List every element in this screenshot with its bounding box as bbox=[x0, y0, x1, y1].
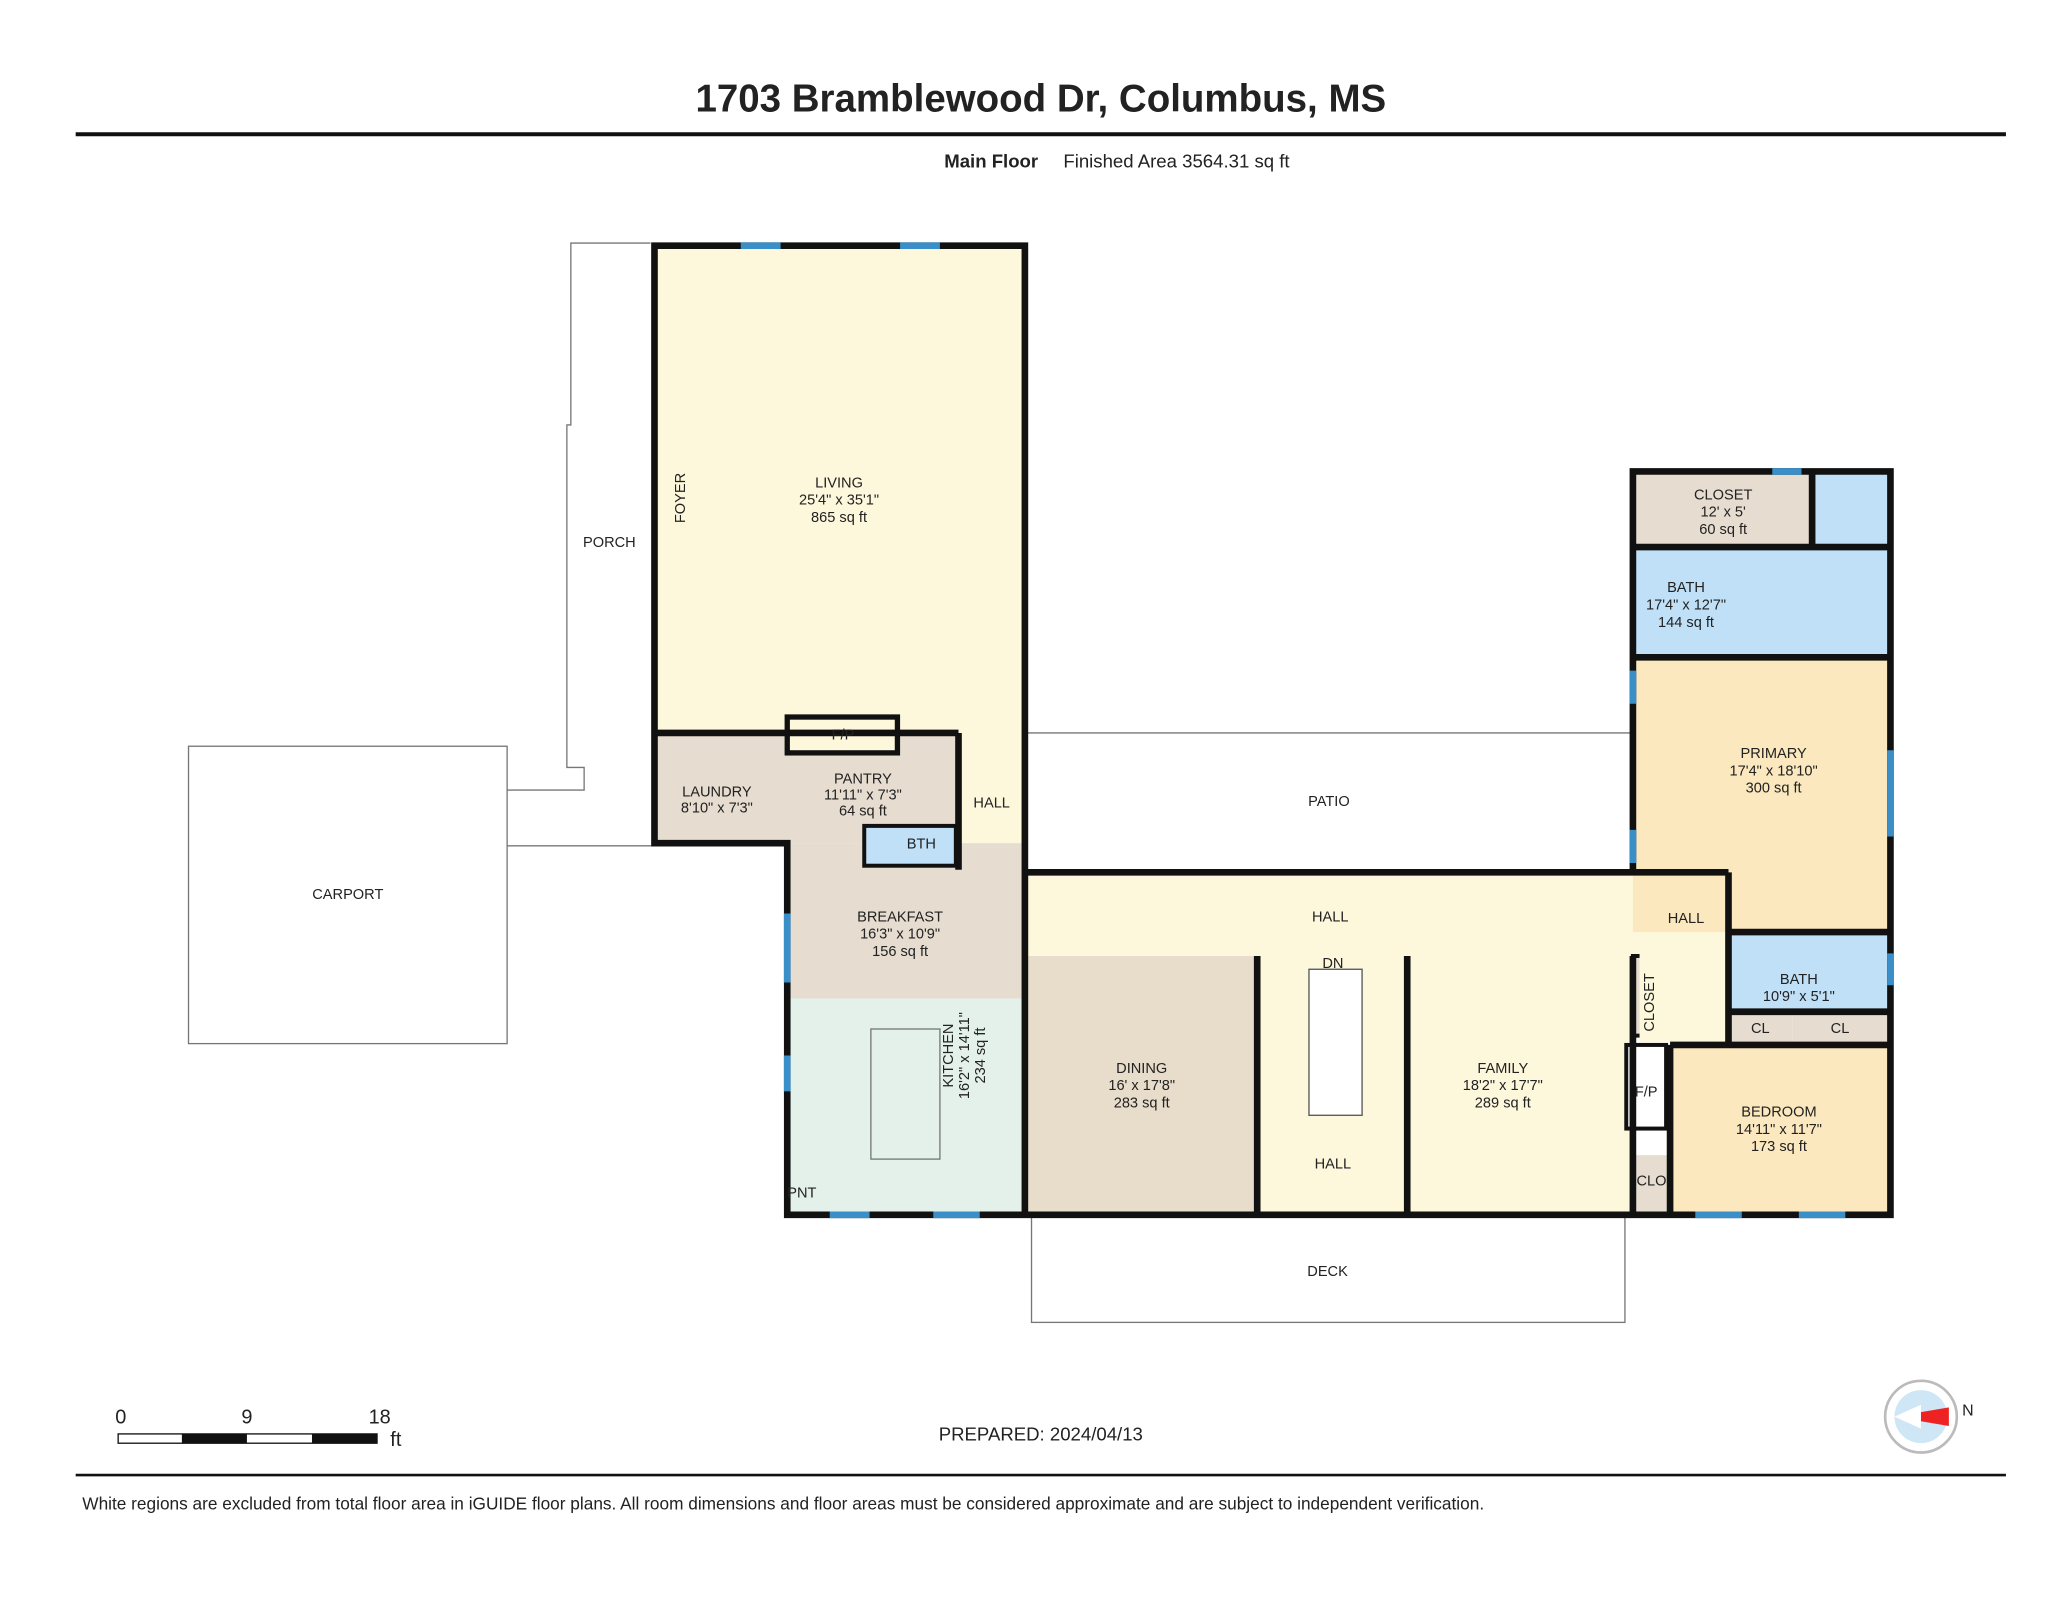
dims-closet: 12' x 5' bbox=[1701, 505, 1747, 521]
scale-bar: 0 9 18 ft bbox=[115, 1406, 402, 1451]
label-breakfast: BREAKFAST bbox=[857, 909, 943, 925]
room-breakfast bbox=[787, 843, 1025, 999]
label-foyer: FOYER bbox=[673, 473, 689, 523]
label-deck: DECK bbox=[1307, 1264, 1348, 1280]
dims-bedroom: 14'11" x 11'7" bbox=[1736, 1122, 1822, 1138]
page-title: 1703 Bramblewood Dr, Columbus, MS bbox=[695, 78, 1386, 121]
label-pantry: PANTRY bbox=[834, 771, 892, 787]
room-bath-primary bbox=[1632, 547, 1891, 658]
room-cl1 bbox=[1728, 1011, 1793, 1045]
label-hall-main: HALL bbox=[1312, 909, 1349, 925]
room-labels: LIVING 25'4" x 35'1" 865 sq ft FOYER POR… bbox=[312, 473, 1849, 1280]
label-bath2: BATH bbox=[1780, 972, 1818, 988]
label-fp-family: F/P bbox=[1635, 1085, 1658, 1101]
prepared-date: PREPARED: 2024/04/13 bbox=[939, 1424, 1143, 1445]
label-hall-right: HALL bbox=[1668, 911, 1705, 927]
label-dining: DINING bbox=[1116, 1061, 1167, 1077]
room-clo bbox=[1632, 1155, 1671, 1215]
dims-living: 25'4" x 35'1" bbox=[799, 493, 879, 509]
label-stairs-dn: DN bbox=[1322, 956, 1343, 972]
floor-name: Main Floor bbox=[944, 150, 1038, 171]
room-hall-main bbox=[1024, 872, 1640, 956]
label-cl2: CL bbox=[1831, 1021, 1850, 1037]
label-bedroom: BEDROOM bbox=[1741, 1105, 1816, 1121]
room-closet bbox=[1632, 471, 1813, 548]
label-porch: PORCH bbox=[583, 535, 636, 551]
footer-disclaimer: White regions are excluded from total fl… bbox=[82, 1494, 1484, 1514]
carport-outline bbox=[187, 745, 508, 1045]
dims-kitchen: 16'2" x 14'11" bbox=[957, 1012, 973, 1099]
windows bbox=[740, 242, 1894, 1219]
room-bedroom bbox=[1670, 1044, 1891, 1215]
area-living: 865 sq ft bbox=[811, 510, 867, 526]
label-pnt: PNT bbox=[787, 1186, 816, 1202]
room-cl2 bbox=[1792, 1011, 1891, 1045]
floor-area: Finished Area 3564.31 sq ft bbox=[1063, 150, 1290, 171]
dims-bath2: 10'9" x 5'1" bbox=[1763, 989, 1835, 1005]
room-toilet bbox=[1812, 471, 1891, 548]
label-kitchen: KITCHEN bbox=[941, 1024, 957, 1088]
dims-laundry: 8'10" x 7'3" bbox=[681, 801, 753, 817]
room-kitchen bbox=[787, 998, 1025, 1215]
walls bbox=[651, 242, 1894, 1219]
dims-dining: 16' x 17'8" bbox=[1108, 1078, 1175, 1094]
rooms bbox=[654, 245, 1891, 1215]
area-dining: 283 sq ft bbox=[1114, 1095, 1170, 1111]
area-kitchen: 234 sq ft bbox=[973, 1028, 989, 1084]
kitchen-island bbox=[870, 1028, 941, 1160]
dims-pantry: 11'11" x 7'3" bbox=[824, 787, 902, 803]
label-carport: CARPORT bbox=[312, 887, 383, 903]
area-bedroom: 173 sq ft bbox=[1751, 1139, 1807, 1155]
room-bath2 bbox=[1728, 932, 1891, 1012]
scale-tick-18: 18 bbox=[369, 1406, 391, 1428]
room-dining bbox=[1024, 955, 1258, 1215]
dims-family: 18'2" x 17'7" bbox=[1463, 1078, 1543, 1094]
porch-outline bbox=[507, 242, 651, 791]
label-living: LIVING bbox=[815, 475, 863, 491]
label-primary: PRIMARY bbox=[1741, 746, 1807, 762]
compass-icon: N bbox=[1883, 1379, 1974, 1454]
dims-bath-primary: 17'4" x 12'7" bbox=[1646, 597, 1726, 613]
room-living bbox=[654, 245, 1025, 733]
area-breakfast: 156 sq ft bbox=[872, 944, 928, 960]
room-family bbox=[1407, 955, 1633, 1215]
area-closet: 60 sq ft bbox=[1699, 522, 1747, 538]
area-pantry: 64 sq ft bbox=[839, 803, 887, 819]
label-closet-small: CLOSET bbox=[1642, 973, 1658, 1031]
area-primary: 300 sq ft bbox=[1746, 781, 1802, 797]
label-closet: CLOSET bbox=[1694, 487, 1752, 503]
dims-breakfast: 16'3" x 10'9" bbox=[860, 927, 940, 943]
scale-tick-0: 0 bbox=[115, 1406, 126, 1428]
label-hall-small: HALL bbox=[973, 795, 1010, 811]
compass-north-label: N bbox=[1962, 1402, 1974, 1419]
label-bth: BTH bbox=[907, 836, 936, 852]
label-clo: CLO bbox=[1636, 1174, 1666, 1190]
label-patio: PATIO bbox=[1308, 794, 1350, 810]
label-fp-top: F/P bbox=[832, 728, 855, 744]
scale-unit: ft bbox=[390, 1429, 402, 1451]
dims-primary: 17'4" x 18'10" bbox=[1730, 763, 1818, 779]
staircase bbox=[1308, 968, 1363, 1116]
label-laundry: LAUNDRY bbox=[682, 785, 752, 801]
label-bath-primary: BATH bbox=[1667, 580, 1705, 596]
room-bth bbox=[862, 823, 958, 868]
area-bath-primary: 144 sq ft bbox=[1658, 615, 1714, 631]
room-primary bbox=[1632, 657, 1891, 933]
label-hall-stairs: HALL bbox=[1315, 1156, 1352, 1172]
label-family: FAMILY bbox=[1477, 1061, 1528, 1077]
area-family: 289 sq ft bbox=[1475, 1095, 1531, 1111]
scale-tick-9: 9 bbox=[241, 1406, 252, 1428]
label-cl1: CL bbox=[1751, 1021, 1770, 1037]
